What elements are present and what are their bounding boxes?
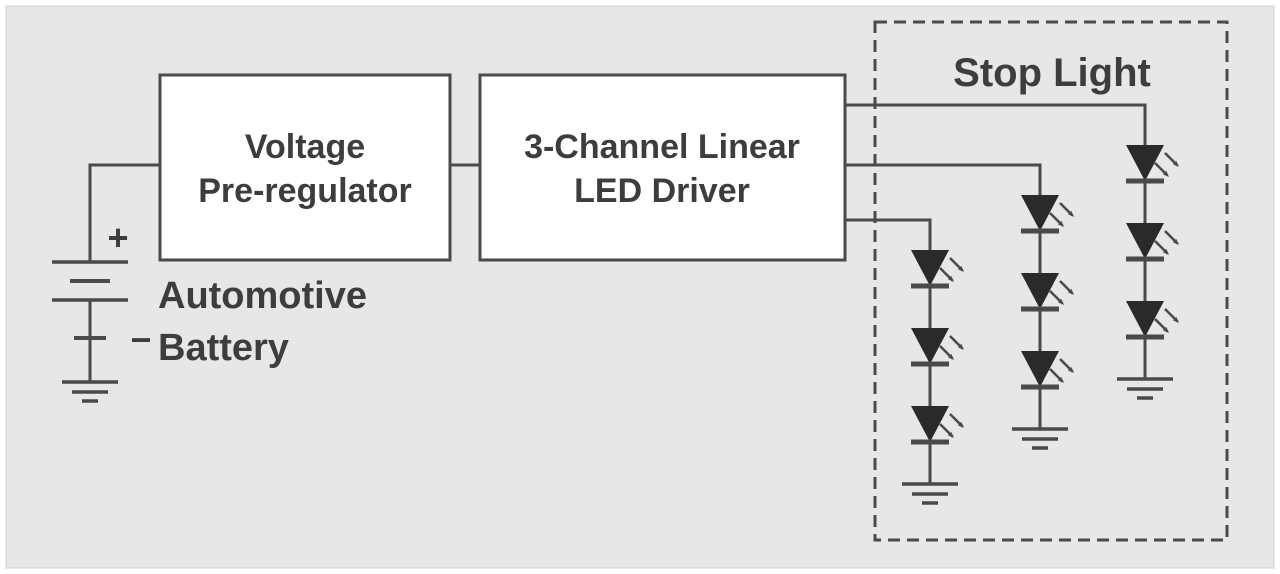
- stop-light-label: Stop Light: [953, 51, 1151, 95]
- battery-label-line2: Battery: [158, 327, 289, 369]
- preregulator-label-line2: Pre-regulator: [198, 172, 412, 210]
- wire-driver-channel-1: [845, 103, 1147, 135]
- battery-plus-sign: +: [107, 217, 128, 258]
- battery-minus-sign: −: [130, 319, 151, 360]
- driver-label-line2: LED Driver: [574, 172, 750, 210]
- wire-driver-channel-3: [845, 218, 932, 240]
- wire-driver-channel-2: [845, 163, 1042, 185]
- battery-label-line1: Automotive: [158, 275, 367, 317]
- led-driver-box: [478, 73, 847, 262]
- preregulator-label-line1: Voltage: [245, 128, 365, 166]
- wire-battery-to-preregulator: [88, 163, 160, 262]
- battery-icon: [52, 260, 128, 403]
- stop-light-boundary: [873, 20, 1229, 542]
- voltage-preregulator-box: [158, 73, 452, 262]
- driver-label-line1: 3-Channel Linear: [524, 128, 800, 166]
